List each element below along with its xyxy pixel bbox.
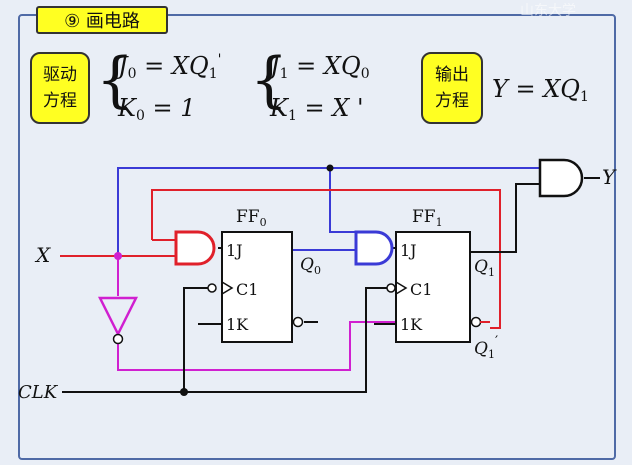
left-brace-1: {	[96, 45, 135, 115]
ff0-pin-c1: C1	[236, 280, 258, 299]
inverter-bubble	[112, 333, 124, 345]
drive-label-line1: 驱动	[43, 65, 77, 85]
flipflop-ff0	[221, 231, 293, 343]
and-gate-1	[354, 230, 394, 266]
q1-label: Q1	[474, 257, 495, 279]
equation-k0: K0 = 1	[118, 94, 196, 124]
inverter-gate	[97, 296, 139, 337]
ff0-label: FF0	[236, 207, 267, 229]
equation-j1: J1 = XQ0	[270, 52, 370, 82]
wire-clk-ff1	[62, 287, 390, 393]
and-gate-y	[538, 158, 584, 198]
ff1-pin-1j: 1J	[400, 241, 417, 260]
ff1-pin-1k: 1K	[400, 315, 423, 334]
ff1-pin-c1: C1	[410, 280, 432, 299]
output-equation-label: 输出 方程	[421, 52, 483, 124]
output-y-label: Y	[602, 165, 617, 189]
ff1-qn-bubble	[470, 316, 482, 328]
wire-q1-to-and-y	[470, 183, 540, 253]
section-title: ⑨ 画电路	[36, 6, 168, 34]
junction-x	[114, 252, 122, 260]
ff0-qn-bubble	[292, 316, 304, 328]
equation-k1: K1 = X '	[270, 94, 364, 124]
output-label-line2: 方程	[435, 91, 469, 111]
equation-y: Y = XQ1	[492, 75, 589, 105]
wire-q1n-feedback	[151, 189, 501, 329]
wire-x-to-and1	[329, 168, 356, 233]
ff0-pin-1k: 1K	[226, 315, 249, 334]
q1n-label: Q1′	[474, 334, 498, 361]
drive-label-line2: 方程	[43, 91, 77, 111]
equation-j0: J0 = XQ1'	[118, 52, 222, 82]
flipflop-ff1	[395, 231, 471, 343]
input-x-label: X	[34, 243, 51, 267]
junction-clk	[180, 388, 188, 396]
output-label-line1: 输出	[435, 65, 469, 85]
watermark: 山东大学	[520, 3, 576, 19]
and-gate-0	[174, 230, 216, 266]
input-clk-label: CLK	[18, 382, 59, 403]
wire-x-to-and-y	[117, 167, 540, 256]
drive-equation-label: 驱动 方程	[30, 52, 90, 124]
ff1-label: FF1	[412, 207, 443, 229]
ff0-pin-1j: 1J	[226, 241, 243, 260]
q0-label: Q0	[300, 255, 321, 277]
junction-top	[326, 164, 334, 172]
left-brace-2: {	[250, 45, 289, 115]
wire-clk-ff0	[183, 287, 210, 392]
